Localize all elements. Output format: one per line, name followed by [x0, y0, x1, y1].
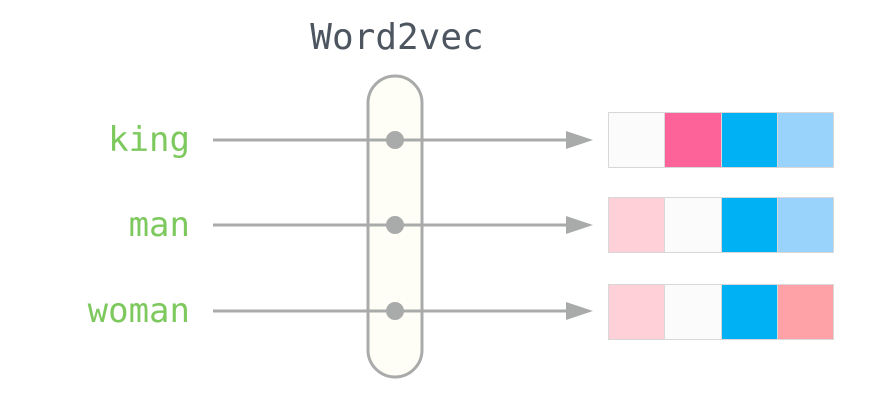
embedding-vector-king — [608, 112, 834, 168]
vector-cell — [609, 285, 665, 339]
vector-cell — [776, 113, 833, 167]
vector-cell — [609, 113, 665, 167]
vector-cell — [720, 113, 777, 167]
arrow-woman — [213, 302, 593, 320]
model-node-dot — [386, 302, 404, 320]
word-label-woman: woman — [87, 291, 190, 331]
word-label-king: king — [108, 120, 190, 160]
arrow-head-icon — [566, 216, 593, 234]
diagram-title: Word2vec — [310, 17, 484, 58]
vector-cell — [609, 198, 665, 252]
arrow-head-icon — [566, 302, 593, 320]
vector-cell — [776, 198, 833, 252]
embedding-vector-man — [608, 197, 834, 253]
vector-cell — [776, 285, 833, 339]
arrow-king — [213, 131, 593, 149]
vector-cell — [720, 198, 777, 252]
vector-cell — [664, 198, 721, 252]
arrow-man — [213, 216, 593, 234]
embedding-vector-woman — [608, 284, 834, 340]
model-node-dot — [386, 131, 404, 149]
vector-cell — [720, 285, 777, 339]
arrow-head-icon — [566, 131, 593, 149]
word-label-man: man — [128, 205, 190, 245]
vector-cell — [664, 113, 721, 167]
vector-cell — [664, 285, 721, 339]
model-node-dot — [386, 216, 404, 234]
